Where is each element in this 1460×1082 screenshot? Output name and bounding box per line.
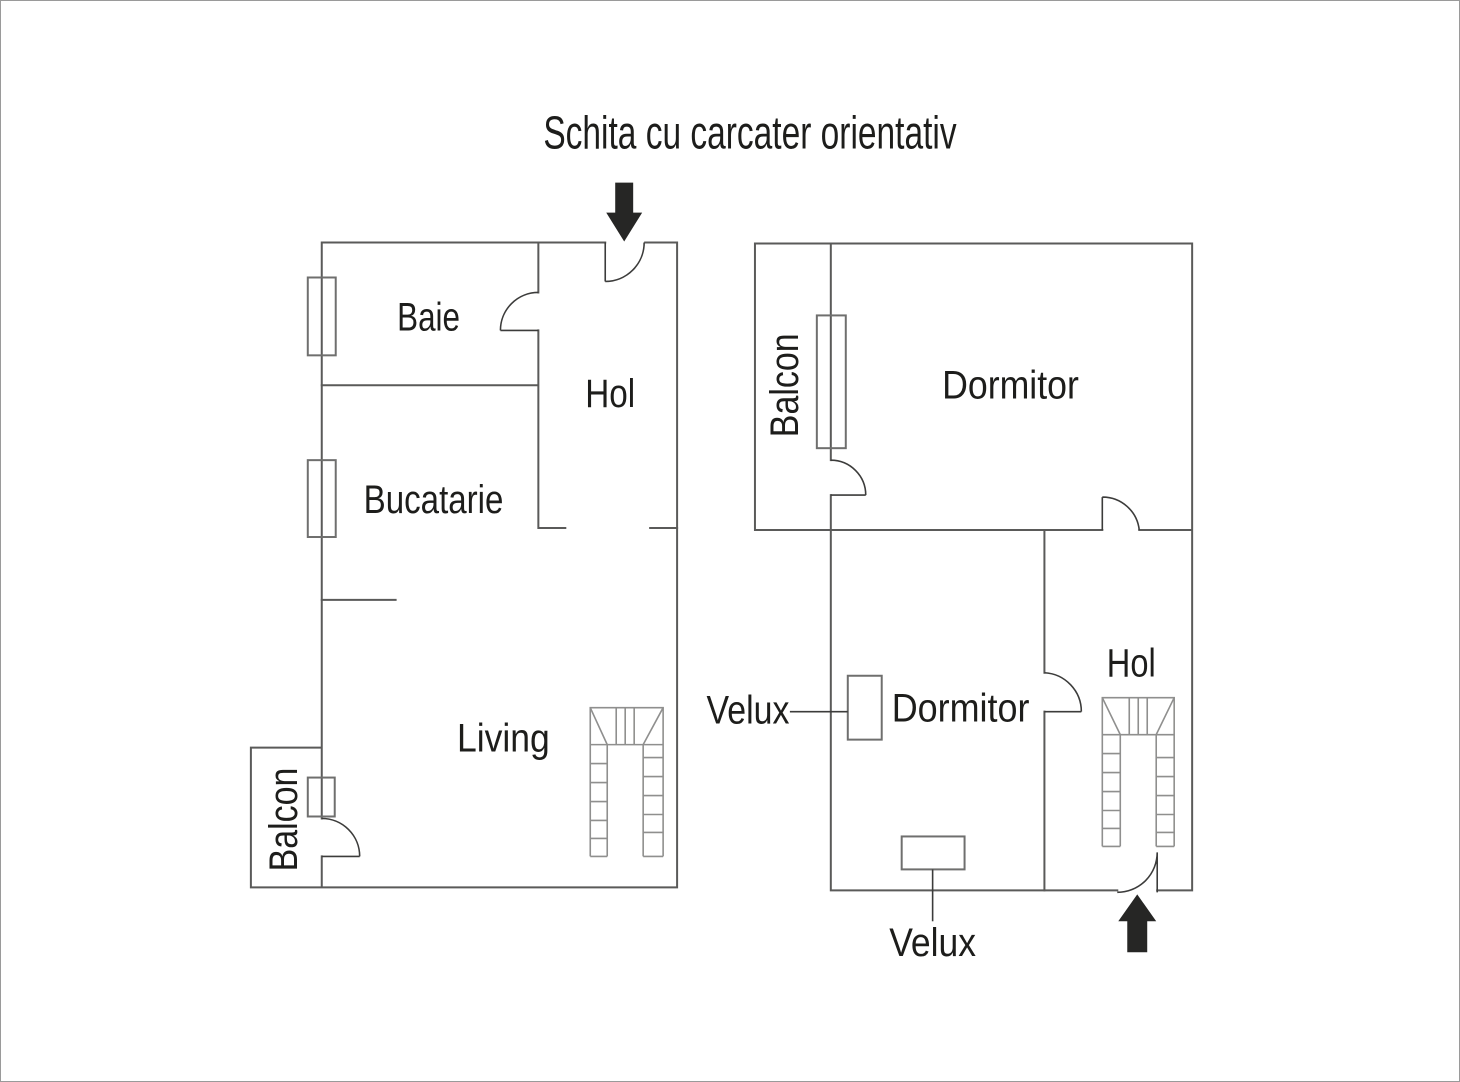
balcony-door-upper [830, 459, 867, 496]
velux-skylight-bottom [900, 835, 966, 871]
hol-upper-door [1044, 671, 1083, 713]
ground-outer-walls [249, 241, 679, 889]
stair-steps [590, 756, 664, 840]
dormitor-upper-door [1101, 496, 1141, 531]
room-label-balcon-upper: Balcon [763, 333, 807, 437]
entry-arrow-down-icon [606, 182, 643, 242]
room-label-bucatarie: Bucatarie [364, 478, 504, 522]
staircase-ground [589, 706, 664, 858]
ground-entry-door [604, 242, 645, 283]
diagram-title: Schita cu carcater orientativ [543, 107, 956, 159]
stair-winders [589, 707, 664, 746]
skylight-label-velux-left: Velux [707, 689, 790, 733]
room-label-dormitor-upper: Dormitor [942, 363, 1079, 407]
upper-entry-door [1117, 852, 1159, 894]
stair-winders [1101, 697, 1175, 735]
ground-floor-plan: Baie Hol Bucatarie Living Balcon [249, 182, 679, 889]
room-label-living: Living [457, 717, 550, 761]
upper-floor-plan: Balcon Dormitor Dormitor Hol Velux Velux [707, 242, 1194, 965]
bucatarie-window [306, 459, 337, 539]
balcony-window-upper [815, 314, 847, 450]
stair-outline [589, 706, 664, 858]
room-label-balcon-ground: Balcon [262, 768, 306, 872]
balcony-door-ground [321, 817, 361, 858]
room-label-dormitor-lower: Dormitor [892, 687, 1030, 731]
living-balcony-window [306, 776, 336, 818]
upper-outer-walls [753, 242, 1194, 892]
ground-interior-walls [320, 241, 679, 601]
room-label-hol-ground: Hol [585, 372, 635, 416]
staircase-upper [1101, 696, 1175, 848]
baie-window [306, 276, 337, 357]
room-label-baie: Baie [397, 295, 460, 339]
baie-door [499, 291, 539, 332]
stair-steps [1102, 752, 1175, 834]
skylight-label-velux-bottom: Velux [889, 921, 976, 965]
velux-skylight-left [846, 674, 883, 741]
entry-arrow-up-icon [1118, 894, 1157, 953]
room-label-hol-upper: Hol [1107, 642, 1156, 686]
